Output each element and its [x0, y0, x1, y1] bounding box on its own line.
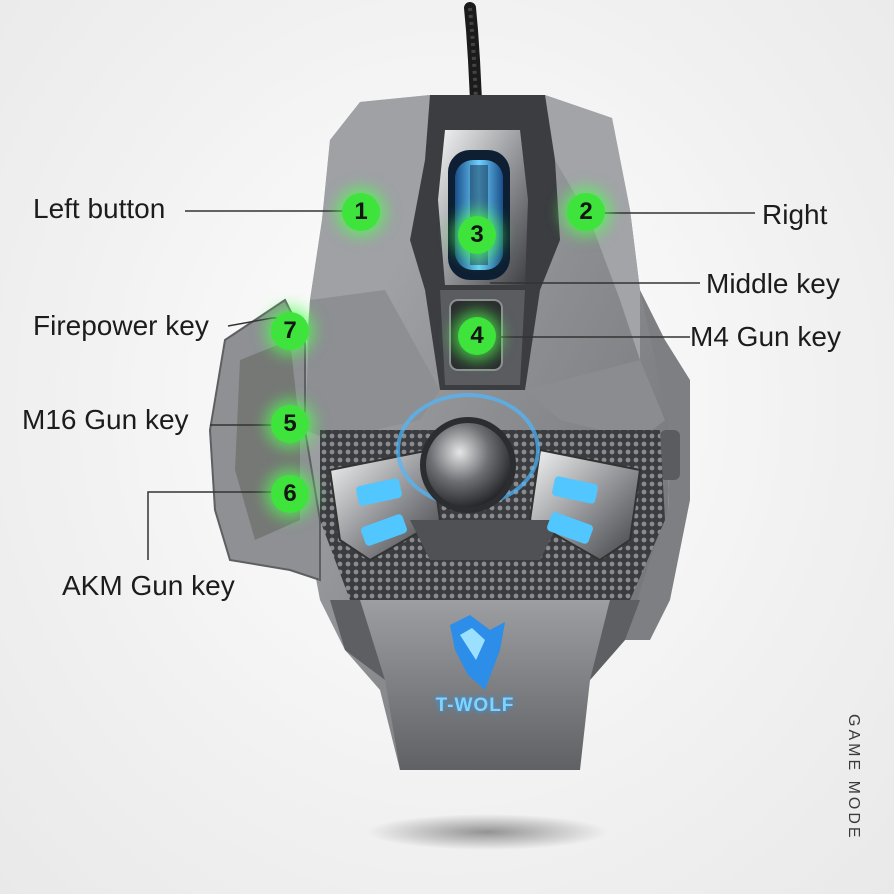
badge-6: 6: [271, 475, 309, 513]
badge-4: 4: [458, 317, 496, 355]
label-firepower-key: Firepower key: [33, 310, 209, 341]
badge-2: 2: [567, 193, 605, 231]
badge-3: 3: [458, 216, 496, 254]
label-middle-key: Middle key: [706, 268, 840, 299]
badge-7: 7: [271, 312, 309, 350]
label-right-button: Right: [762, 199, 828, 230]
label-akm-gun-key: AKM Gun key: [62, 570, 235, 601]
label-left-button: Left button: [33, 193, 166, 224]
game-mode-label: GAME MODE: [845, 714, 862, 841]
brand-logo-text: T-WOLF: [435, 695, 515, 716]
label-m4-gun-key: M4 Gun key: [690, 321, 841, 352]
badge-5: 5: [271, 405, 309, 443]
badge-1: 1: [342, 193, 380, 231]
label-m16-gun-key: M16 Gun key: [22, 404, 189, 435]
